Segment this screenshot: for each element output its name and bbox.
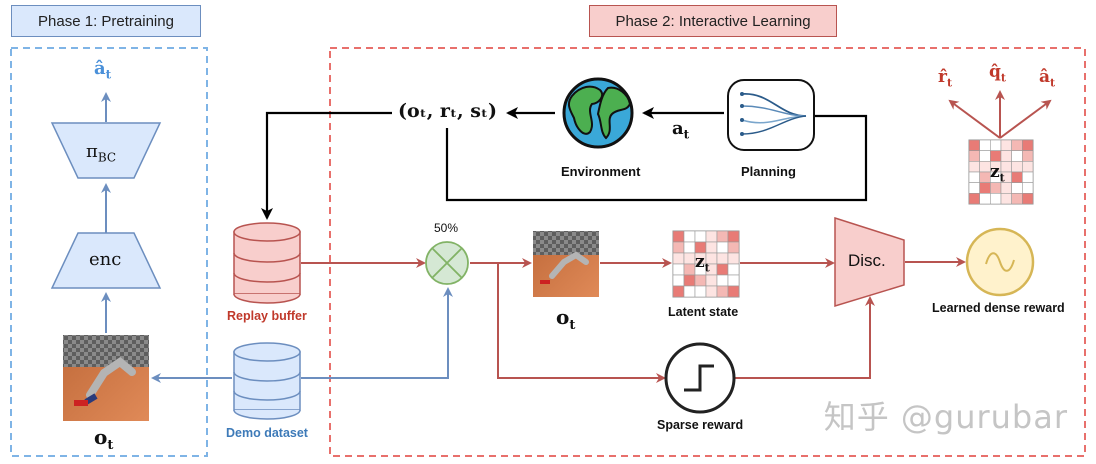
latent-state-label: Latent state — [668, 305, 739, 319]
loop-line — [445, 114, 868, 202]
arrow-mix-to-sparse — [497, 263, 666, 383]
head-a-label: ât — [1039, 67, 1056, 90]
globe-icon — [562, 77, 634, 149]
phase2-frame — [329, 47, 1086, 457]
obs-image-phase2 — [533, 231, 599, 297]
policy-block — [50, 122, 162, 179]
policy-label: πBC — [86, 141, 117, 165]
world-latent-grid — [968, 139, 1034, 205]
planning-label: Planning — [741, 164, 796, 179]
obs-image-phase1 — [63, 335, 149, 421]
transition-tuple-label: (oₜ, rₜ, sₜ) — [398, 100, 497, 122]
planning-icon — [727, 79, 815, 151]
demo-dataset-db — [233, 342, 301, 420]
obs-label-phase1: ot — [94, 425, 114, 453]
latent-state-grid — [672, 230, 740, 298]
head-q-label: q̂t — [989, 62, 1006, 85]
arrow-sparse-to-disc — [734, 296, 875, 379]
obs-label-phase2: ot — [556, 305, 576, 333]
mix-node — [425, 241, 469, 285]
demo-dataset-label: Demo dataset — [226, 426, 308, 440]
dense-reward-node — [965, 227, 1035, 297]
environment-label: Environment — [561, 164, 641, 179]
action-output-label: ât — [94, 58, 112, 82]
sparse-reward-label: Sparse reward — [657, 418, 744, 432]
dense-reward-label: Learned dense reward — [932, 301, 1065, 315]
arrow-tuple-to-replay — [261, 111, 392, 220]
discriminator-block — [834, 216, 905, 308]
head-r-label: r̂t — [938, 67, 953, 90]
phase2-title: Phase 2: Interactive Learning — [589, 5, 837, 37]
disc-label: Disc. — [848, 251, 886, 270]
encoder-label: enc — [89, 249, 122, 270]
mix-ratio-label: 50% — [434, 221, 459, 235]
world-latent-z-label: zt — [990, 162, 1005, 185]
replay-buffer-db — [233, 222, 301, 304]
arrow-demo-to-mix — [301, 287, 453, 379]
watermark: 知乎 @gurubar — [823, 398, 1068, 436]
phase1-frame — [10, 47, 208, 457]
action-label-phase2: at — [672, 118, 690, 142]
phase1-title: Phase 1: Pretraining — [11, 5, 201, 37]
replay-buffer-label: Replay buffer — [227, 309, 307, 323]
step-function-icon — [664, 342, 736, 414]
arrow-head-a — [999, 99, 1052, 139]
latent-z-label: zt — [695, 252, 710, 275]
encoder-block — [50, 232, 162, 289]
arrow-head-r — [948, 99, 1001, 139]
